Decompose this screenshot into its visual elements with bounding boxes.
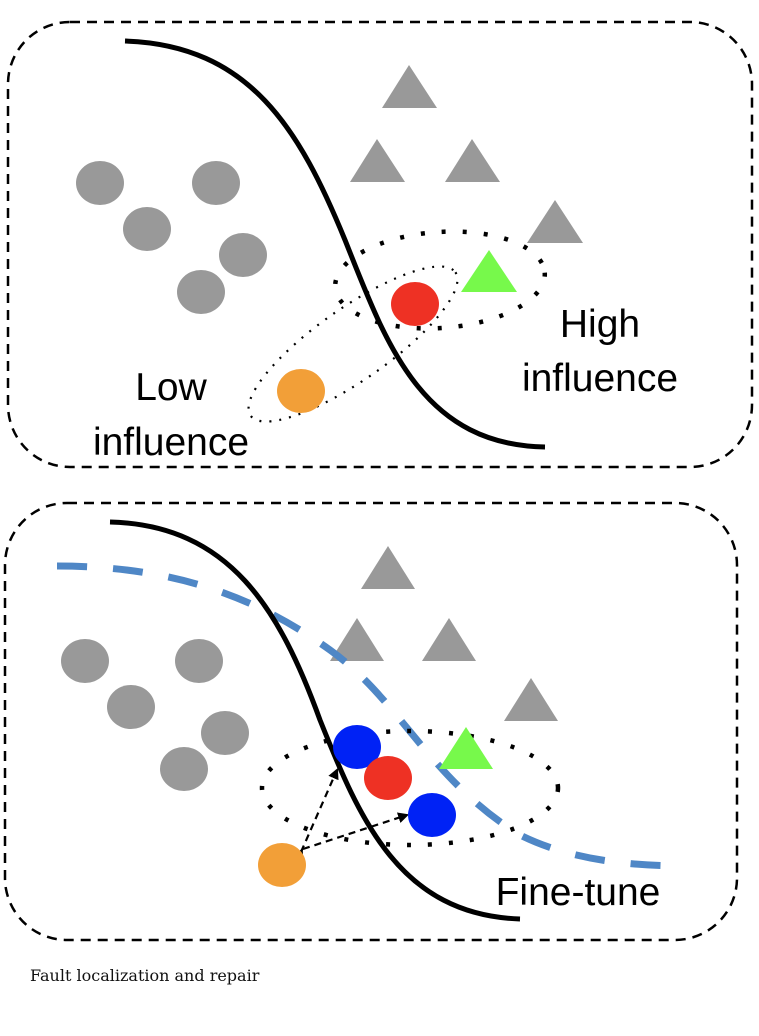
class-a-points — [61, 639, 249, 791]
gray-circle-point — [175, 639, 223, 683]
panel-fault-repair: Fine-tune — [3, 501, 739, 942]
gray-triangle-point — [527, 200, 583, 243]
class-a-points — [76, 161, 267, 314]
green-triangle-point — [461, 250, 517, 292]
class-b-points — [330, 546, 558, 721]
arrow-to-lower-blue — [302, 812, 410, 851]
high-influence-region — [332, 229, 548, 331]
class-b-points — [350, 65, 583, 243]
gray-triangle-point — [350, 139, 405, 182]
gray-triangle-point — [422, 618, 476, 661]
orange-point — [277, 369, 325, 413]
red-faulty-point — [364, 756, 412, 800]
gray-triangle-point — [382, 65, 437, 108]
gray-circle-point — [76, 161, 124, 205]
blue-augmented-point — [408, 793, 456, 837]
finetune-label: Fine-tune — [496, 871, 661, 914]
blue-augmented-point — [333, 725, 381, 769]
decision-boundary — [124, 38, 546, 450]
gray-circle-point — [177, 270, 225, 314]
gray-triangle-point — [330, 618, 384, 661]
orange-point — [258, 843, 306, 887]
finetuned-decision-boundary — [56, 562, 687, 870]
gray-circle-point — [160, 747, 208, 791]
gray-triangle-point — [445, 139, 500, 182]
figure-caption: Fault localization and repair — [30, 966, 260, 985]
low-influence-region — [247, 265, 459, 423]
low-influence-label-line1: Low — [135, 366, 207, 409]
red-faulty-point — [391, 282, 439, 326]
high-influence-label-line1: High — [560, 303, 640, 346]
panel-border — [3, 501, 739, 942]
gray-triangle-point — [504, 678, 558, 721]
gray-circle-point — [123, 207, 171, 251]
green-triangle-point — [439, 727, 493, 769]
low-influence-label-line2: influence — [93, 421, 249, 464]
panel-border — [6, 20, 754, 469]
decision-boundary — [109, 519, 521, 922]
gray-circle-point — [219, 233, 267, 277]
gray-circle-point — [107, 685, 155, 729]
panel-influence-analysis: High influence Low influence — [6, 20, 754, 469]
gray-circle-point — [192, 161, 240, 205]
gray-triangle-point — [361, 546, 415, 589]
gray-circle-point — [201, 711, 249, 755]
finetune-region — [259, 728, 561, 848]
gray-circle-point — [61, 639, 109, 683]
high-influence-label-line2: influence — [522, 357, 678, 400]
arrow-to-upper-blue — [301, 770, 337, 852]
